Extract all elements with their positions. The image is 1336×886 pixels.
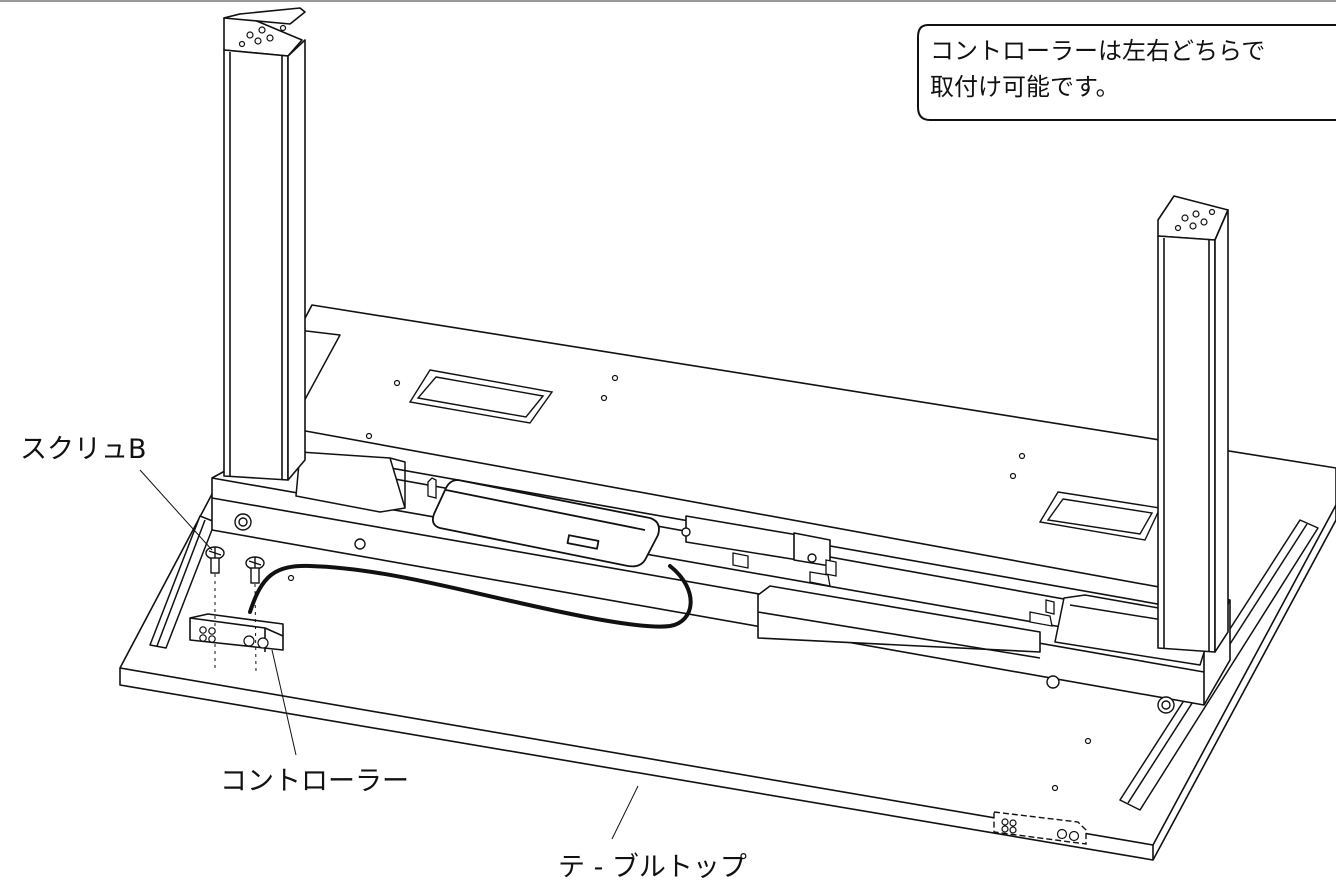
hand-controller-buttons bbox=[199, 626, 269, 649]
cable-cutout-left bbox=[408, 369, 554, 424]
leader-lines bbox=[139, 469, 639, 840]
screw-b-pair bbox=[205, 546, 265, 584]
left-leg bbox=[223, 7, 306, 481]
mounting-holes bbox=[287, 374, 1092, 792]
callout-line-1: コントローラーは左右どちらで bbox=[930, 37, 1265, 65]
screw-guide-lines bbox=[214, 574, 257, 673]
right-leg bbox=[1157, 195, 1229, 653]
label-screw-b: スクリュB bbox=[20, 434, 147, 465]
beam-holes bbox=[234, 513, 1175, 714]
label-controller: コントローラー bbox=[220, 766, 409, 797]
left-leg-top-holes bbox=[238, 24, 287, 48]
callout-box bbox=[917, 24, 1336, 121]
mounting-tabs bbox=[427, 477, 1055, 627]
label-tabletop: テ - ブルトップ bbox=[558, 852, 747, 883]
right-leg-top-holes bbox=[1174, 208, 1216, 232]
cable-cutout-right bbox=[1038, 491, 1162, 541]
left-foot-plate bbox=[295, 451, 406, 513]
alternate-controller-buttons bbox=[1001, 818, 1080, 842]
control-box bbox=[431, 479, 660, 568]
callout-line-2: 取付け可能です。 bbox=[930, 73, 1120, 101]
control-cable bbox=[248, 563, 693, 629]
